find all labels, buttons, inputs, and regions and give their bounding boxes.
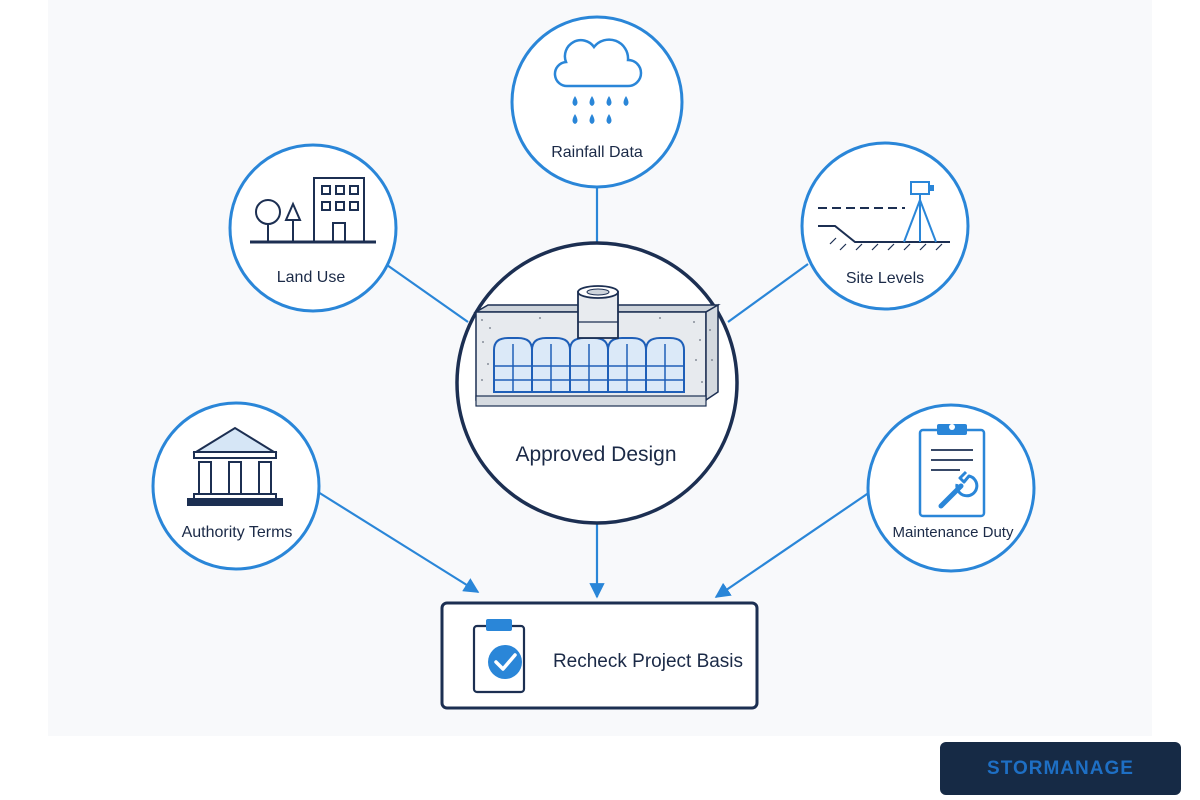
authority-label: Authority Terms: [182, 524, 293, 541]
node-center: Approved Design: [455, 241, 739, 525]
diagram-svg: Rainfall Data Land Use: [151, 15, 1036, 710]
clipboard-wrench-icon: [918, 424, 986, 518]
rainfall-label: Rainfall Data: [551, 144, 643, 161]
center-label: Approved Design: [515, 443, 676, 466]
node-site-levels: Site Levels: [800, 141, 970, 311]
arrow-maintenance: [714, 491, 871, 598]
survey-level-icon: [818, 181, 950, 251]
node-maintenance: Maintenance Duty: [866, 403, 1036, 573]
node-authority: Authority Terms: [151, 401, 321, 571]
node-rainfall: Rainfall Data: [510, 15, 684, 189]
connector-site-levels: [727, 263, 809, 323]
site-levels-label: Site Levels: [846, 270, 924, 287]
government-building-icon: [187, 426, 283, 506]
connector-land-use: [386, 264, 469, 323]
stormwater-tank-icon: [473, 285, 721, 407]
maintenance-label: Maintenance Duty: [893, 524, 1014, 541]
node-land-use: Land Use: [228, 143, 398, 313]
land-use-label: Land Use: [277, 269, 346, 286]
rain-cloud-icon: [553, 38, 643, 124]
diagram-canvas: Rainfall Data Land Use: [48, 0, 1152, 736]
buildings-trees-icon: [250, 177, 376, 244]
clipboard-check-icon: [472, 619, 526, 694]
arrow-authority: [317, 491, 480, 593]
result-box: Recheck Project Basis: [440, 601, 759, 710]
brand-badge: STORMANAGE: [940, 742, 1181, 795]
result-label: Recheck Project Basis: [553, 651, 743, 672]
